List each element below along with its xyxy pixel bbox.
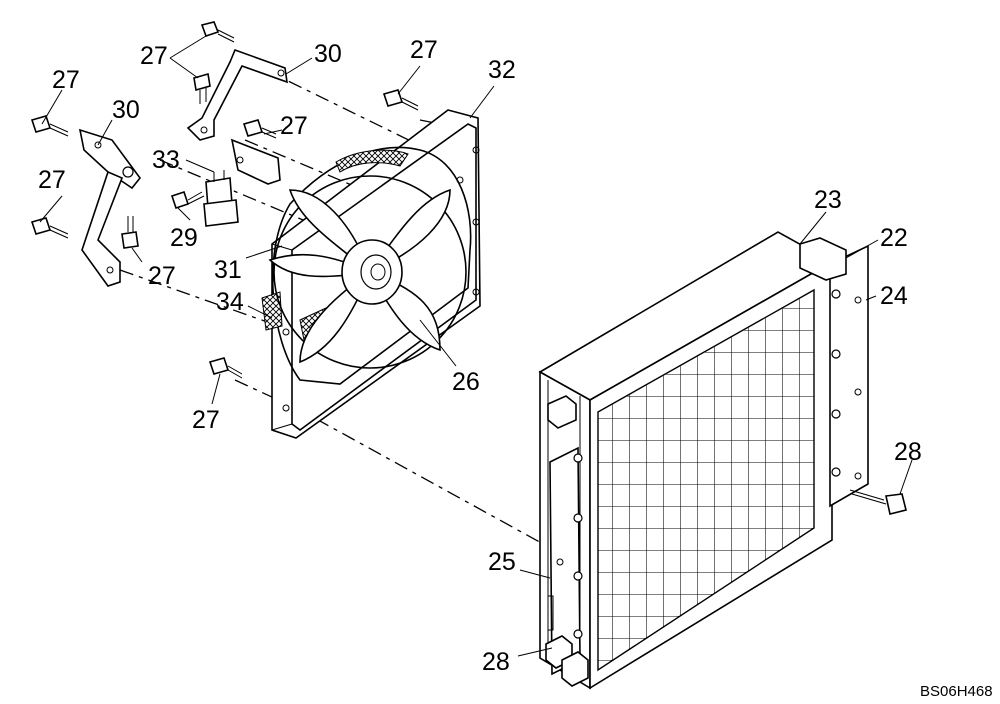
callout-26: 26 bbox=[452, 368, 480, 396]
callout-23: 23 bbox=[814, 186, 842, 214]
callout-27-bottom: 27 bbox=[192, 406, 220, 434]
callout-27-left-lower: 27 bbox=[38, 166, 66, 194]
callout-27-bracket: 27 bbox=[148, 262, 176, 290]
callout-28-right: 28 bbox=[894, 438, 922, 466]
callout-27-mid: 27 bbox=[280, 112, 308, 140]
bolt-27-bottom bbox=[208, 357, 243, 379]
bolt-27-right-top bbox=[382, 89, 419, 111]
callout-22: 22 bbox=[880, 224, 908, 252]
bolt-27-mid bbox=[242, 119, 277, 139]
drawing-code: BS06H468 bbox=[920, 683, 993, 700]
callout-28-bottom: 28 bbox=[482, 648, 510, 676]
screw-29 bbox=[170, 190, 205, 210]
radiator-core bbox=[538, 231, 834, 690]
radiator-side-plate-24 bbox=[829, 244, 869, 508]
bolt-27-left-upper bbox=[30, 115, 69, 137]
left-bracket bbox=[78, 128, 142, 287]
callout-25: 25 bbox=[488, 548, 516, 576]
callout-33: 33 bbox=[152, 146, 180, 174]
callout-labels: 27 30 27 32 27 30 27 33 27 29 31 27 34 2… bbox=[38, 36, 993, 700]
callout-24: 24 bbox=[880, 282, 908, 310]
callout-31: 31 bbox=[214, 256, 242, 284]
callout-27-right-top: 27 bbox=[410, 36, 438, 64]
callout-30-left: 30 bbox=[112, 96, 140, 124]
callout-34: 34 bbox=[216, 288, 244, 316]
callout-27-left-top: 27 bbox=[52, 66, 80, 94]
radiator-fittings bbox=[545, 395, 589, 687]
radiator-top-tank-22 bbox=[799, 237, 847, 477]
callout-27-top: 27 bbox=[140, 42, 168, 70]
bolt-27-top bbox=[200, 21, 235, 43]
bolt-28-right bbox=[849, 489, 907, 515]
bolt-27-bracket-stud bbox=[121, 216, 139, 249]
fan-blade-26 bbox=[268, 175, 467, 369]
temperature-switch-33 bbox=[203, 170, 239, 227]
upper-bracket bbox=[186, 48, 288, 185]
callout-29: 29 bbox=[170, 224, 198, 252]
callout-30-top: 30 bbox=[314, 40, 342, 68]
leader-lines bbox=[39, 35, 913, 657]
bolt-27-left-lower bbox=[30, 217, 69, 239]
bolt-27-stud bbox=[193, 72, 211, 104]
callout-32: 32 bbox=[488, 56, 516, 84]
